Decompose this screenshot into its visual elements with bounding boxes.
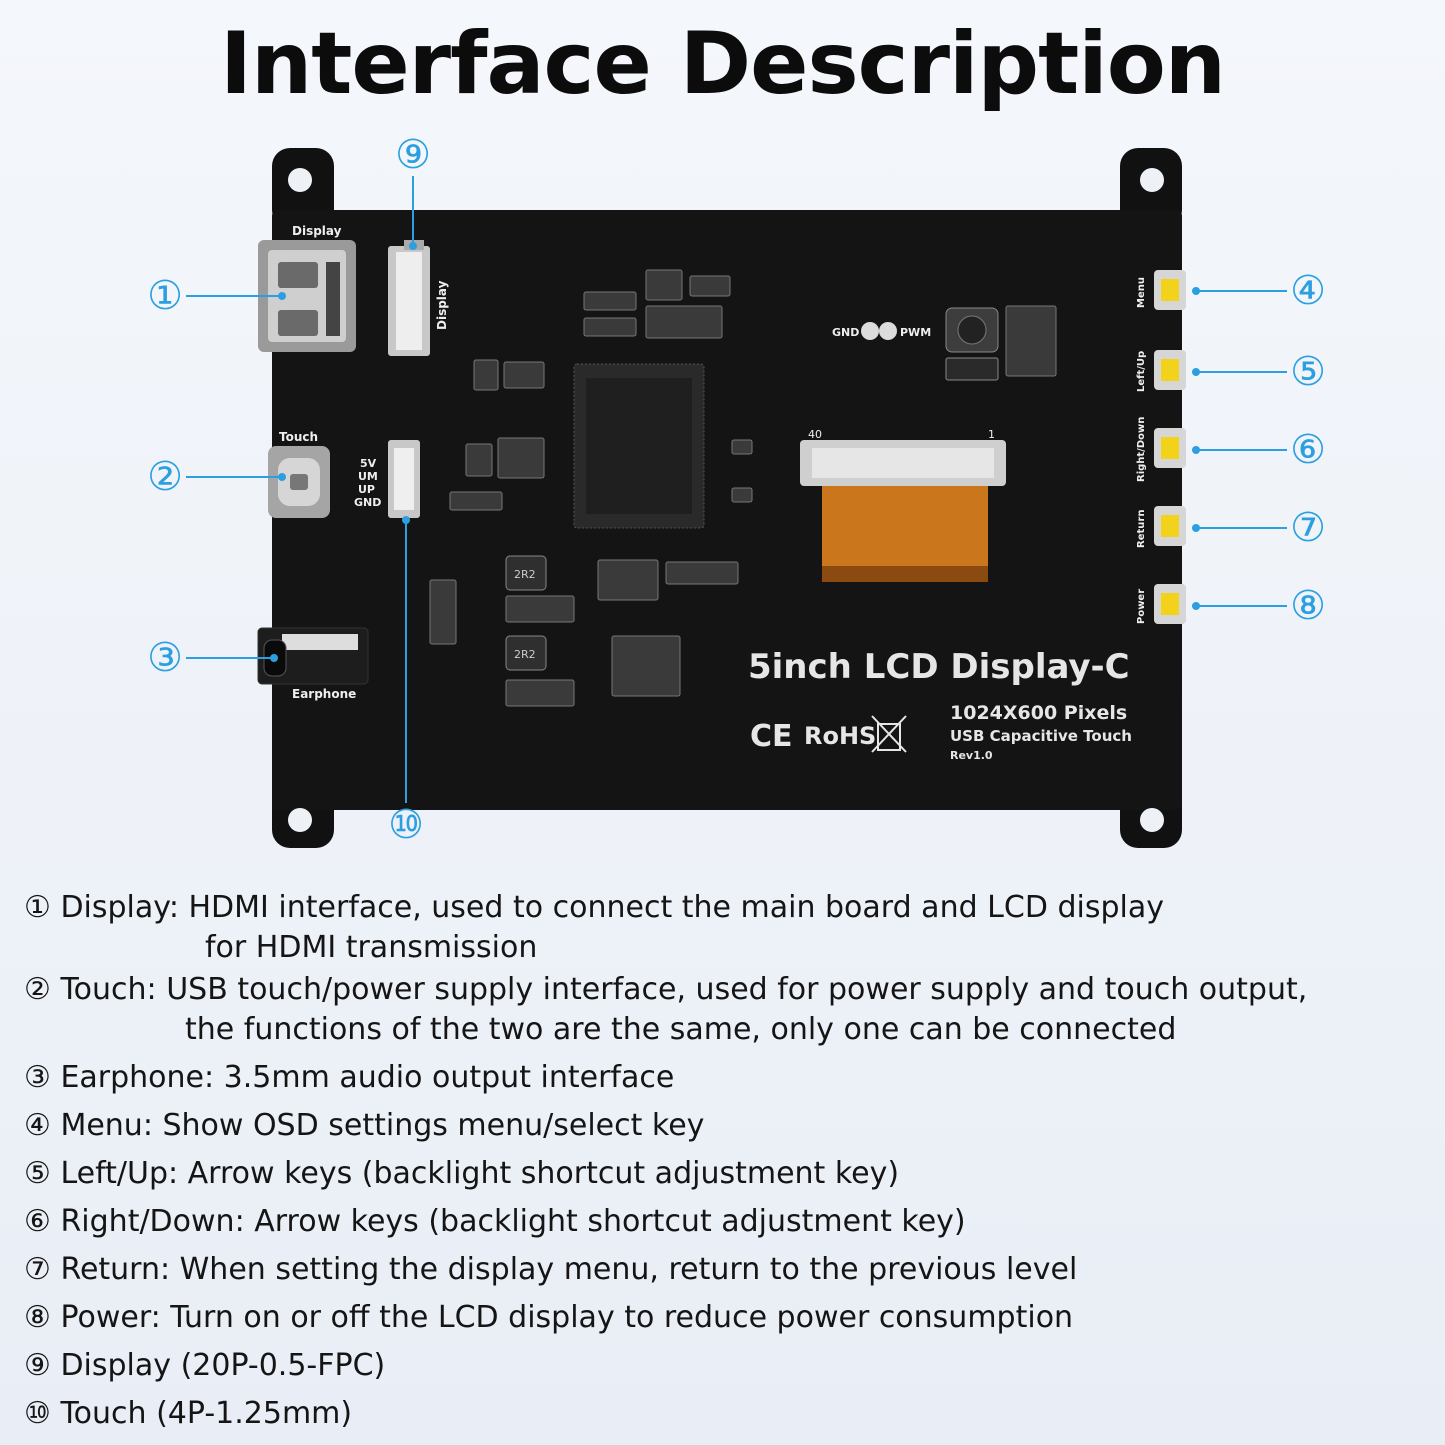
lcd-fpc-connector: [800, 440, 1006, 582]
svg-text:PWM: PWM: [900, 326, 931, 339]
callout-lines: [186, 176, 1287, 803]
product-name: 5inch LCD Display-C: [748, 647, 1130, 687]
callout-10: ⑩: [388, 802, 424, 848]
silk-power: Power: [1136, 589, 1147, 624]
silk-5v: 5V: [360, 457, 377, 470]
callout-7: ⑦: [1290, 505, 1326, 551]
callout-8: ⑧: [1290, 583, 1326, 629]
touch-4p-connector: [388, 440, 420, 518]
touch-type-label: USB Capacitive Touch: [950, 727, 1132, 745]
description-10: ⑩ Touch (4P-1.25mm): [24, 1396, 353, 1431]
silk-leftup: Left/Up: [1136, 351, 1147, 392]
silk-return: Return: [1136, 510, 1147, 548]
description-9: ⑨ Display (20P-0.5-FPC): [24, 1348, 386, 1383]
side-buttons: [1154, 270, 1186, 624]
page-title: Interface Description: [220, 14, 1226, 114]
hdmi-port: [258, 240, 356, 352]
fpc-display-connector: [388, 240, 430, 356]
inductor-a: 2R2: [505, 555, 547, 591]
callout-dots: [270, 242, 1200, 662]
weee-bin-icon: [871, 715, 907, 753]
silk-um: UM: [358, 470, 378, 483]
callout-2: ②: [147, 454, 183, 500]
silk-touch: Touch: [279, 430, 318, 444]
description-4: ④ Menu: Show OSD settings menu/select ke…: [24, 1108, 705, 1143]
description-6: ⑥ Right/Down: Arrow keys (backlight shor…: [24, 1204, 966, 1239]
callout-1: ①: [147, 273, 183, 319]
silk-menu: Menu: [1136, 277, 1147, 308]
callout-4: ④: [1290, 268, 1326, 314]
mounting-hole: [1140, 808, 1164, 832]
svg-text:2R2: 2R2: [514, 648, 536, 661]
mounting-hole: [288, 168, 312, 192]
silk-earphone: Earphone: [292, 687, 356, 701]
ce-mark: CE: [750, 719, 793, 754]
silk-up: UP: [358, 483, 375, 496]
inductor-b: 2R2: [505, 635, 547, 671]
callout-5: ⑤: [1290, 349, 1326, 395]
rohs-mark: RoHS: [804, 722, 876, 750]
description-8: ⑧ Power: Turn on or off the LCD display …: [24, 1300, 1074, 1335]
smd-components: [429, 269, 1057, 707]
resolution-label: 1024X600 Pixels: [950, 702, 1127, 724]
mounting-hole: [288, 808, 312, 832]
description-2: ② Touch: USB touch/power supply interfac…: [24, 972, 1308, 1047]
svg-text:1: 1: [988, 428, 995, 441]
main-ic: [573, 363, 705, 529]
usb-c-port: [268, 446, 330, 518]
power-inductor: [945, 307, 999, 381]
svg-text:40: 40: [808, 428, 822, 441]
earphone-jack: [257, 627, 369, 685]
silk-gnd: GND: [354, 496, 381, 509]
silk-display: Display: [292, 224, 342, 238]
mounting-hole: [1140, 168, 1164, 192]
svg-text:2R2: 2R2: [514, 568, 536, 581]
callout-3: ③: [147, 635, 183, 681]
silk-display-fpc: Display: [435, 280, 449, 330]
callout-9: ⑨: [395, 132, 431, 178]
callout-6: ⑥: [1290, 427, 1326, 473]
svg-text:GND: GND: [832, 326, 859, 339]
description-7: ⑦ Return: When setting the display menu,…: [24, 1252, 1078, 1287]
gnd-pwm-pads: GND PWM: [832, 322, 931, 340]
revision-label: Rev1.0: [950, 749, 993, 762]
board-diagram: Display Display Touch 5V UM UP GND Earph…: [147, 132, 1326, 848]
description-1: ① Display: HDMI interface, used to conne…: [24, 890, 1164, 965]
description-5: ⑤ Left/Up: Arrow keys (backlight shortcu…: [24, 1156, 900, 1191]
description-3: ③ Earphone: 3.5mm audio output interface: [24, 1060, 675, 1095]
silk-rightdown: Right/Down: [1136, 417, 1147, 482]
